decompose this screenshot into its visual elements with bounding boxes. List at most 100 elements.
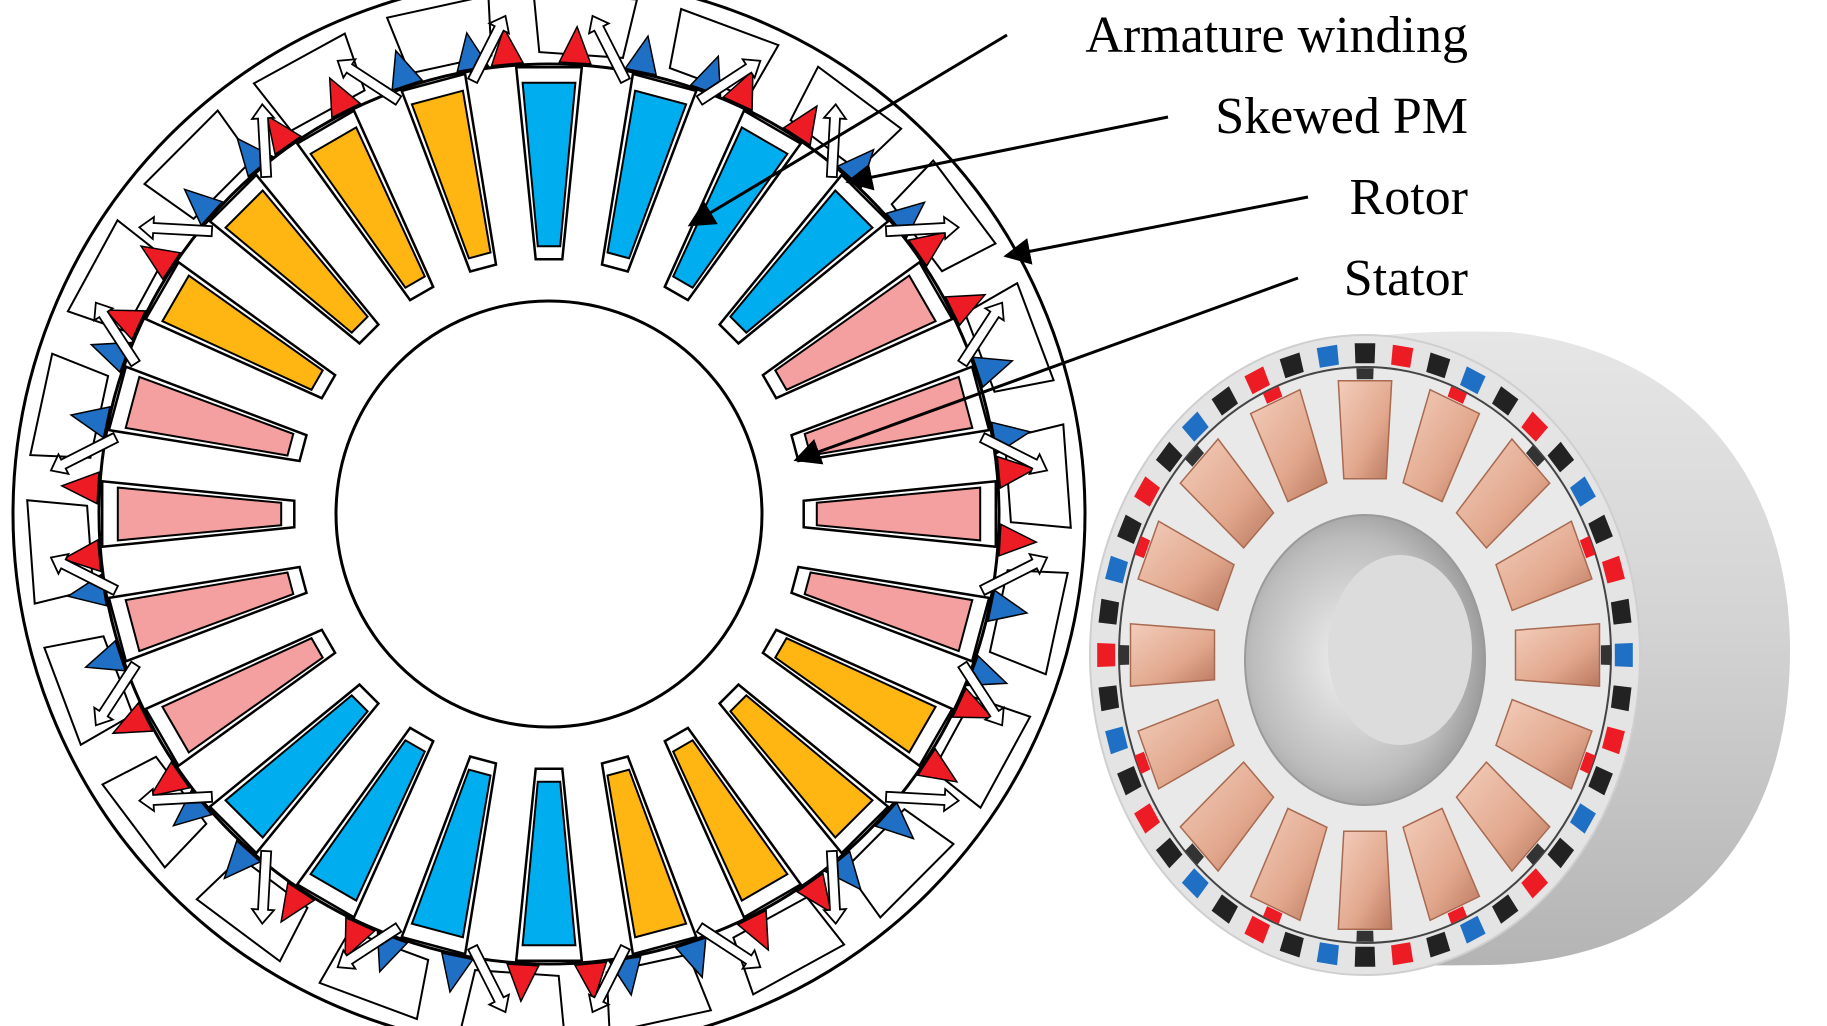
coil-tip-3d [1447, 906, 1467, 924]
coil-tip-3d [1185, 445, 1204, 467]
rim-magnet-3d [1117, 514, 1142, 544]
pm-blue [971, 356, 1015, 389]
label-armature-winding: Armature winding [1085, 7, 1468, 64]
magnetization-arrow-icon [822, 102, 848, 179]
pm-blue [440, 952, 475, 994]
magnetization-arrow-icon [49, 431, 120, 476]
arrow-shape [466, 943, 511, 1014]
pm-red [111, 701, 154, 735]
leader-rotor [1003, 195, 1309, 265]
rim-magnet-3d [1492, 894, 1519, 924]
rim-magnet-3d [1097, 643, 1116, 667]
rim-magnet-3d [1316, 942, 1339, 966]
arrow-shape [336, 922, 403, 970]
inner-bore-depth [1328, 555, 1472, 745]
pm-blue [623, 34, 658, 76]
arrow-shape [822, 849, 848, 926]
cross-section-view [11, 0, 1087, 1026]
arrow-shape [884, 215, 961, 241]
rim-magnet-3d [1316, 344, 1339, 368]
pm-red [944, 293, 987, 327]
rim-magnet-3d [1155, 441, 1183, 473]
pm-red [490, 26, 525, 67]
pm-red [558, 24, 592, 65]
magnetization-arrow-icon [336, 58, 403, 106]
coil-tip-3d [1526, 843, 1545, 865]
armature-coil [815, 486, 982, 542]
coil-tip-3d [1263, 386, 1283, 404]
rim-magnet-3d [1602, 555, 1625, 584]
copper-coil-3d [1514, 622, 1601, 688]
magnetization-arrow-icon [957, 660, 1005, 727]
rim-magnet-3d [1211, 894, 1238, 924]
arrow-shape [466, 14, 511, 85]
arrow-shape [978, 552, 1049, 597]
rim-magnet-3d [1521, 868, 1549, 899]
rim-magnet-3d [1098, 685, 1120, 712]
pm-red [344, 916, 376, 960]
copper-coils-3d [1119, 368, 1611, 942]
coil-tip-3d [1600, 645, 1611, 665]
coil-tip-3d [1119, 645, 1130, 665]
arrow-shape [250, 102, 276, 179]
callout-labels: Armature winding Skewed PM Rotor Stator [687, 7, 1468, 465]
magnetization-arrow-icon [695, 58, 762, 106]
pm-blue [223, 839, 262, 880]
magnetization-arrow-icon [822, 849, 848, 926]
pm-red [782, 104, 818, 147]
arrow-shape [49, 431, 120, 476]
arrow-shape [93, 301, 141, 368]
pm-red [139, 245, 182, 281]
magnetization-arrow-icon [466, 14, 511, 85]
rim-magnet-3d [1426, 931, 1451, 958]
copper-coil-3d [1137, 520, 1235, 612]
rim-magnet-3d [1181, 868, 1209, 899]
rotor-segment [988, 569, 1069, 676]
magnetization-arrow-icon [884, 787, 961, 813]
pm-blue [674, 936, 707, 980]
arrow-shape [137, 215, 214, 241]
arrow-shape [336, 58, 403, 106]
armature-coil [606, 89, 688, 260]
leader-skewed-pm [845, 115, 1169, 191]
magnetization-arrow-icon [250, 102, 276, 179]
coil-tip-3d [1447, 386, 1467, 404]
magnetization-arrow-icon [957, 301, 1005, 368]
magnetization-arrow-icon [695, 922, 762, 970]
pm-red [103, 309, 147, 341]
rotor-segment [26, 499, 95, 605]
armature-coil [224, 189, 369, 334]
magnetization-arrow-icon [137, 787, 214, 813]
copper-coil-3d [1137, 698, 1235, 790]
coil-tip-3d [1263, 906, 1283, 924]
pm-red [265, 114, 303, 156]
coil-tip-3d [1356, 368, 1374, 380]
skewed-pm-group [49, 14, 1049, 1014]
pm-red [506, 963, 540, 1004]
arrow-shape [587, 943, 632, 1014]
armature-coil [224, 694, 369, 839]
copper-coil-3d [1179, 437, 1275, 550]
pm-red [907, 230, 949, 268]
rim-magnet-3d [1244, 366, 1270, 395]
coil-tip-3d [1579, 536, 1596, 559]
pm-red [916, 747, 959, 783]
rotor-segments [26, 0, 1072, 1026]
armature-coil [521, 81, 577, 248]
rim-magnet-3d [1521, 411, 1549, 442]
rim-magnet-3d [1134, 803, 1160, 834]
magnetization-arrow-icon [978, 431, 1049, 476]
label-rotor: Rotor [1350, 169, 1468, 226]
armature-coil [773, 636, 938, 754]
arrow-shape [884, 787, 961, 813]
arrow-shape [137, 787, 214, 813]
pm-blue [391, 48, 424, 92]
rim-magnet-3d [1460, 915, 1486, 944]
armature-coil [803, 571, 974, 653]
armature-coil [309, 125, 427, 290]
arrow-shape [695, 58, 762, 106]
rim-magnet-3d [1614, 643, 1633, 667]
pm-red [795, 872, 833, 914]
armature-coil [160, 636, 325, 754]
armature-coil [521, 780, 577, 947]
